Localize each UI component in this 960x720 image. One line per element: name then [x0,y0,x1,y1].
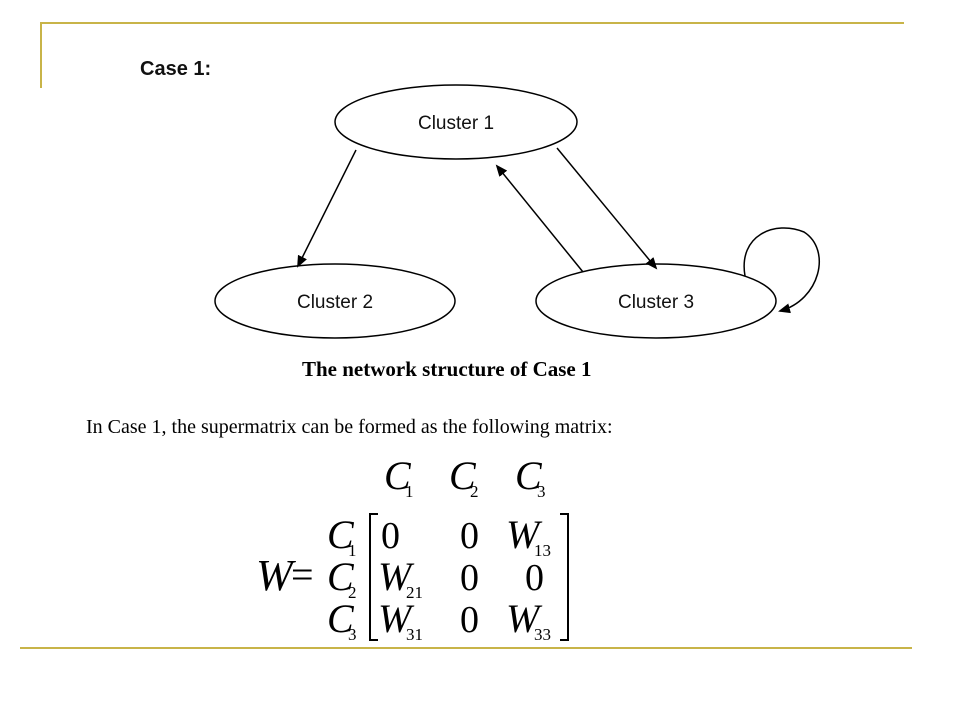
matrix-row-3: W 31 0 W 33 [378,596,551,644]
row-header-2: C [327,554,355,599]
intro-text: In Case 1, the supermatrix can be formed… [86,416,613,438]
cell-3-3: W [506,596,543,641]
edge-cluster1-to-cluster3 [556,147,658,270]
col-header-1-sub: 1 [405,482,414,501]
row-header-3: C [327,596,355,641]
row-header-2-sub: 2 [348,583,357,602]
cell-3-3-sub: 33 [534,625,551,644]
cell-2-3: 0 [525,557,544,599]
equals-sign: = [291,552,314,597]
network-diagram: Cluster 1 Cluster 2 Cluster 3 [214,84,820,339]
matrix-row-2: W 21 0 0 [378,554,544,602]
cell-2-1: W [378,554,415,599]
left-bracket [369,513,378,641]
cell-3-1-sub: 31 [406,625,423,644]
row-header-1-sub: 1 [348,541,357,560]
cell-2-2: 0 [460,557,479,599]
cell-1-2: 0 [460,515,479,557]
cell-3-2: 0 [460,599,479,641]
cell-2-1-sub: 21 [406,583,423,602]
edge-cluster1-to-cluster2 [297,149,357,268]
cluster-2-label: Cluster 2 [297,292,373,313]
case-heading: Case 1: [140,58,212,80]
cluster-1-node: Cluster 1 [334,84,578,160]
cluster-2-node: Cluster 2 [214,263,456,339]
edge-cluster3-self-loop [743,227,820,314]
cluster-3-label: Cluster 3 [618,292,694,313]
col-header-3-sub: 3 [537,482,546,501]
diagram-caption: The network structure of Case 1 [302,357,592,381]
edge-cluster3-to-cluster1 [495,164,584,273]
row-header-1: C [327,512,355,557]
cell-3-1: W [378,596,415,641]
matrix-lhs: W [256,551,296,600]
col-header-1: C [384,453,412,498]
col-header-2-sub: 2 [470,482,479,501]
row-headers: C 1 C 2 C 3 [327,512,357,644]
cell-1-1: 0 [381,515,400,557]
row-header-3-sub: 3 [348,625,357,644]
column-headers: C 1 C 2 C 3 [384,453,546,501]
cell-1-3-sub: 13 [534,541,551,560]
cluster-1-label: Cluster 1 [418,113,494,134]
top-rule [40,22,904,24]
bottom-rule [20,647,912,649]
right-bracket [560,513,569,641]
cluster-3-node: Cluster 3 [535,263,777,339]
col-header-2: C [449,453,477,498]
col-header-3: C [515,453,543,498]
matrix-row-1: 0 0 W 13 [381,512,551,560]
left-rule [40,22,42,88]
cell-1-3: W [506,512,543,557]
